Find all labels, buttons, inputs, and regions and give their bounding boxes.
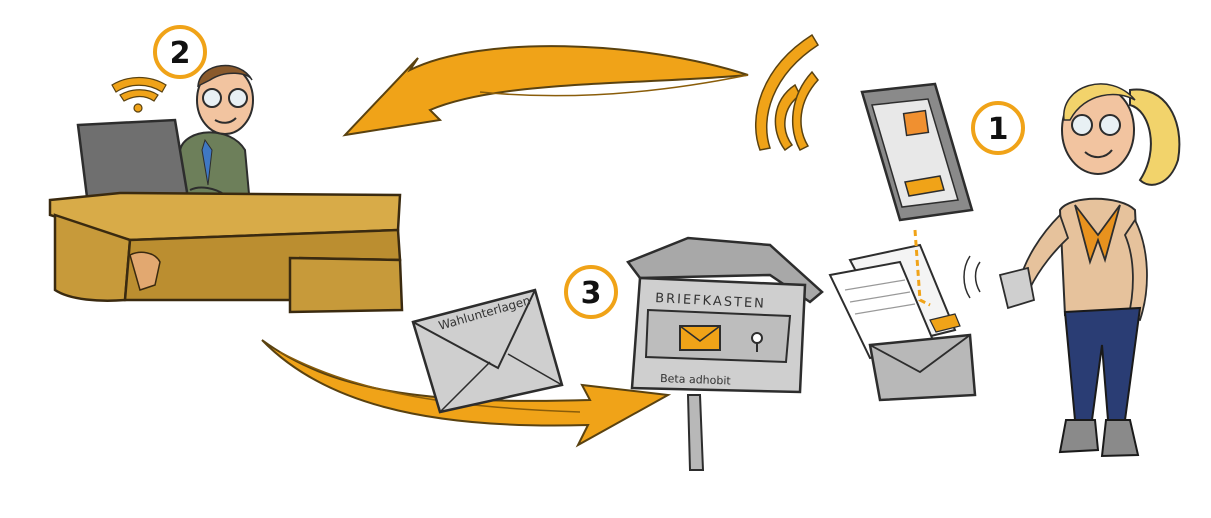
document-printout — [830, 230, 975, 400]
mailbox-icon: BRIEFKASTEN Beta adhobit — [628, 238, 822, 470]
desk-icon — [50, 193, 402, 312]
wifi-waves-icon — [756, 35, 818, 150]
envelope-icon: Wahlunterlagen — [413, 290, 562, 412]
step-badge-2: 2 — [155, 27, 205, 77]
step-number-1: 1 — [988, 112, 1009, 147]
desk-scene — [50, 66, 402, 312]
smartphone-icon — [862, 84, 972, 220]
mailbox-nameplate: Beta adhobit — [660, 372, 732, 387]
step-number-2: 2 — [170, 36, 191, 71]
top-arrow — [345, 46, 748, 135]
step-badge-1: 1 — [973, 103, 1023, 153]
step-badge-3: 3 — [566, 267, 616, 317]
man-character — [180, 66, 253, 205]
step-number-3: 3 — [581, 276, 602, 311]
wifi-waves-small-icon — [112, 78, 166, 113]
